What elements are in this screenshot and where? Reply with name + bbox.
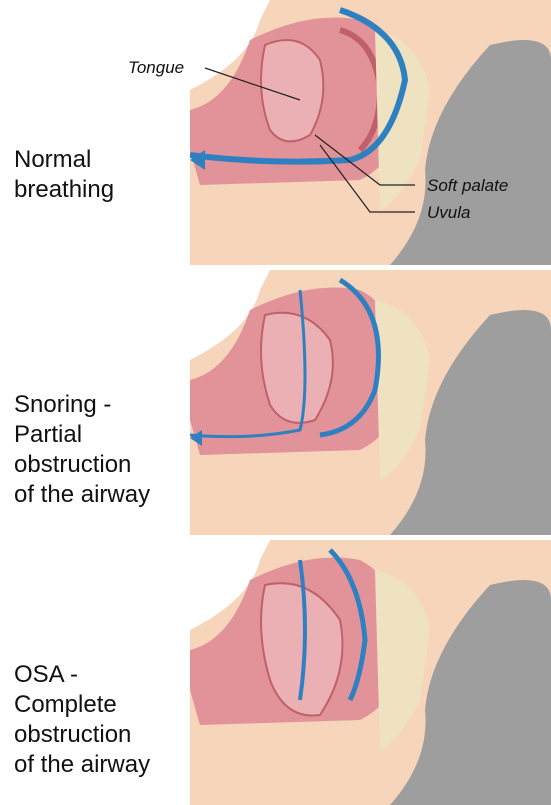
airway-illustration-osa	[190, 540, 551, 805]
callout-uvula: Uvula	[427, 203, 470, 223]
label-line: breathing	[14, 175, 114, 205]
label-line: Normal	[14, 145, 114, 175]
label-line: obstruction	[14, 720, 150, 750]
panel-snoring: Snoring - Partial obstruction of the air…	[0, 270, 551, 535]
panel-label-osa: OSA - Complete obstruction of the airway	[14, 660, 150, 780]
airway-illustration-snoring	[190, 270, 551, 535]
panel-osa: OSA - Complete obstruction of the airway	[0, 540, 551, 805]
label-line: Partial	[14, 420, 150, 450]
callout-tongue: Tongue	[128, 58, 184, 78]
label-line: obstruction	[14, 450, 150, 480]
label-line: Snoring -	[14, 390, 150, 420]
airway-illustration-normal	[190, 0, 551, 265]
panel-label-snoring: Snoring - Partial obstruction of the air…	[14, 390, 150, 510]
label-line: Complete	[14, 690, 150, 720]
label-line: of the airway	[14, 480, 150, 510]
label-line: OSA -	[14, 660, 150, 690]
tongue-shape	[261, 40, 323, 141]
callout-soft-palate: Soft palate	[427, 176, 508, 196]
label-line: of the airway	[14, 750, 150, 780]
panel-label-normal: Normal breathing	[14, 145, 114, 205]
panel-normal-breathing: Normal breathing Tongue Soft palate Uvul…	[0, 0, 551, 265]
